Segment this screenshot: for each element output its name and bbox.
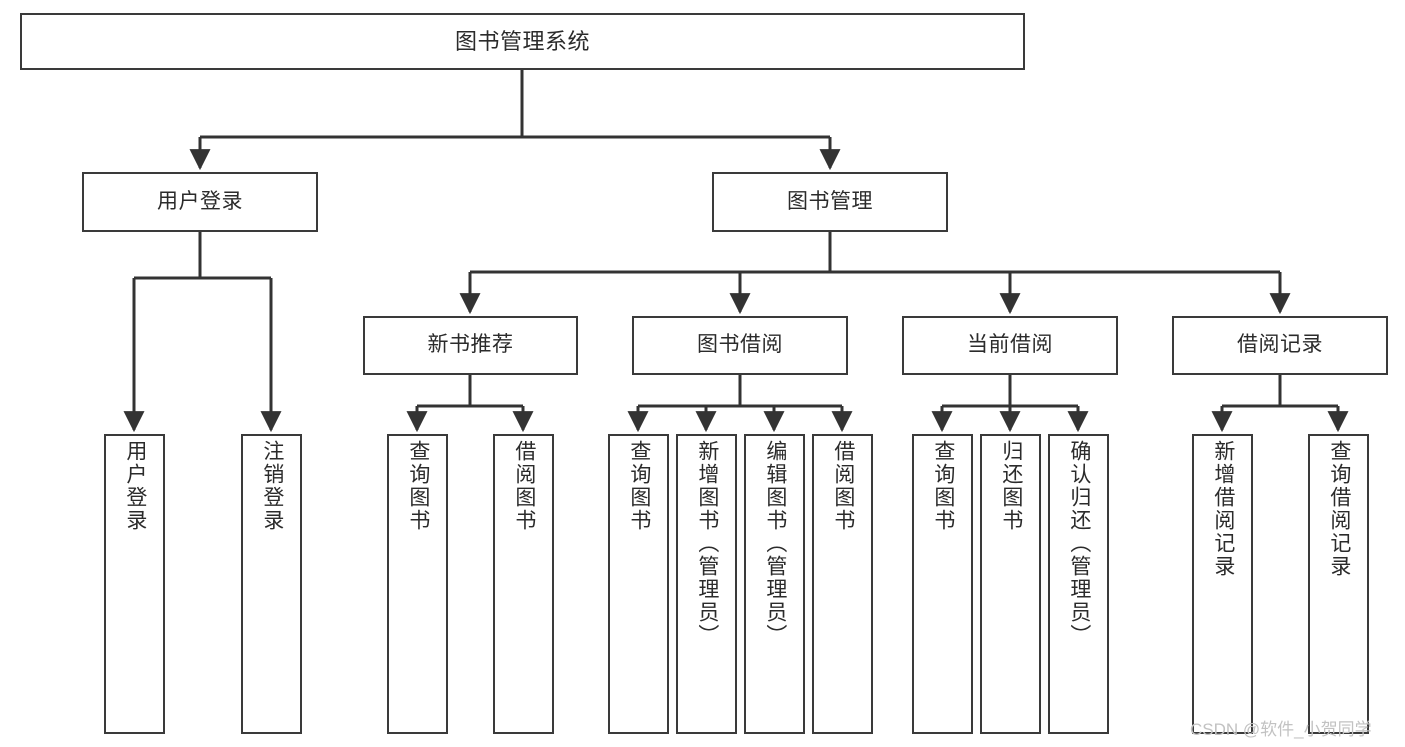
node-leaf-edit-book-label: 编辑图书（管理员） — [763, 440, 787, 647]
node-leaf-add-book-label: 新增图书（管理员） — [695, 440, 719, 647]
node-borrow-record-label: 借阅记录 — [1237, 333, 1323, 357]
node-user-login-label: 用户登录 — [157, 189, 243, 213]
node-book-borrow[interactable]: 图书借阅 — [632, 316, 848, 375]
node-borrow-record[interactable]: 借阅记录 — [1172, 316, 1388, 375]
node-leaf-query-book-2-label: 查询图书 — [627, 440, 651, 532]
node-leaf-confirm-return-label: 确认归还（管理员） — [1067, 440, 1091, 647]
node-book-management-label: 图书管理 — [787, 189, 873, 213]
node-leaf-add-book[interactable]: 新增图书（管理员） — [676, 434, 737, 734]
node-leaf-logout-login-label: 注销登录 — [260, 440, 284, 532]
node-leaf-borrow-book-1[interactable]: 借阅图书 — [493, 434, 554, 734]
node-book-borrow-label: 图书借阅 — [697, 333, 783, 357]
node-leaf-user-login[interactable]: 用户登录 — [104, 434, 165, 734]
node-leaf-return-book-label: 归还图书 — [999, 440, 1023, 532]
node-leaf-query-book-3-label: 查询图书 — [931, 440, 955, 532]
node-leaf-query-book-1-label: 查询图书 — [406, 440, 430, 532]
node-new-book-recommend[interactable]: 新书推荐 — [363, 316, 578, 375]
node-book-management[interactable]: 图书管理 — [712, 172, 948, 232]
node-root[interactable]: 图书管理系统 — [20, 13, 1025, 70]
node-leaf-return-book[interactable]: 归还图书 — [980, 434, 1041, 734]
node-leaf-add-record-label: 新增借阅记录 — [1211, 440, 1235, 578]
node-leaf-query-book-1[interactable]: 查询图书 — [387, 434, 448, 734]
node-leaf-query-record-label: 查询借阅记录 — [1327, 440, 1351, 578]
node-leaf-logout-login[interactable]: 注销登录 — [241, 434, 302, 734]
node-user-login[interactable]: 用户登录 — [82, 172, 318, 232]
node-leaf-query-record[interactable]: 查询借阅记录 — [1308, 434, 1369, 734]
node-leaf-user-login-label: 用户登录 — [123, 440, 147, 532]
node-leaf-edit-book[interactable]: 编辑图书（管理员） — [744, 434, 805, 734]
node-leaf-confirm-return[interactable]: 确认归还（管理员） — [1048, 434, 1109, 734]
node-new-book-recommend-label: 新书推荐 — [427, 333, 514, 357]
node-leaf-borrow-book-2[interactable]: 借阅图书 — [812, 434, 873, 734]
watermark-text: CSDN @软件_小贺同学 — [1190, 720, 1372, 739]
node-leaf-query-book-3[interactable]: 查询图书 — [912, 434, 973, 734]
node-leaf-borrow-book-1-label: 借阅图书 — [512, 440, 536, 532]
node-current-borrow-label: 当前借阅 — [967, 333, 1053, 357]
node-root-label: 图书管理系统 — [454, 28, 590, 54]
node-current-borrow[interactable]: 当前借阅 — [902, 316, 1118, 375]
node-leaf-add-record[interactable]: 新增借阅记录 — [1192, 434, 1253, 734]
node-leaf-borrow-book-2-label: 借阅图书 — [831, 440, 855, 532]
node-leaf-query-book-2[interactable]: 查询图书 — [608, 434, 669, 734]
